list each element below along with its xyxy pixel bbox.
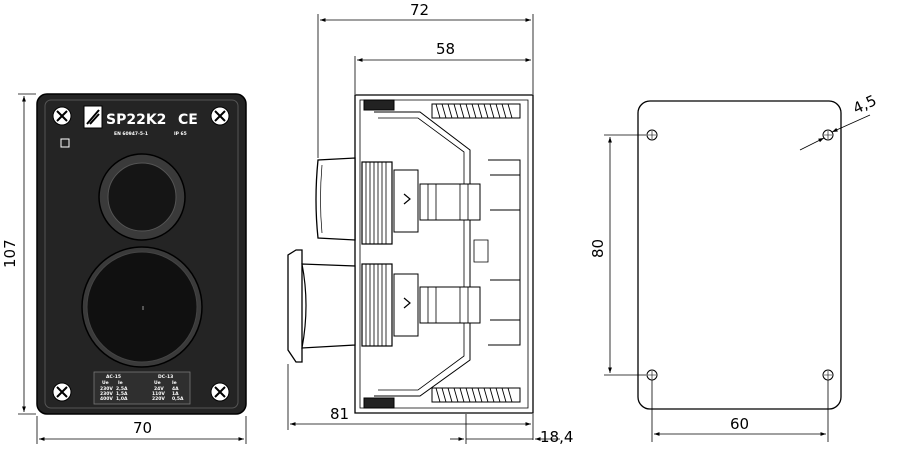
dc-row1-ue: 24V xyxy=(154,386,164,392)
dim-front-width: 70 xyxy=(133,419,152,437)
bottom-screw-spring xyxy=(431,387,521,403)
screw-bottom-right-icon xyxy=(210,382,230,402)
ac-row3-ue: 400V xyxy=(100,396,113,402)
ac-col2-head: Ie xyxy=(118,380,123,386)
dc-row3-ue: 220V xyxy=(152,396,165,402)
dim-side-overall: 72 xyxy=(410,1,429,19)
dim-back-vertical: 80 xyxy=(589,239,607,258)
front-view: SP22K2 CE EN 60947-5-1 IP 65 AC-15 DC-13… xyxy=(1,93,247,444)
ac-col1-head: Ue xyxy=(102,380,109,386)
standard-label: EN 60947-5-1 xyxy=(114,131,148,137)
dim-leader-hole-dia xyxy=(831,114,871,133)
dc-col1-head: Ue xyxy=(154,380,161,386)
ce-mark: CE xyxy=(178,112,198,128)
dim-back-horizontal: 60 xyxy=(730,415,749,433)
brand-label: SP22K2 xyxy=(106,112,166,128)
back-plate xyxy=(637,100,842,410)
logo-mark xyxy=(86,109,100,125)
top-screw-spring xyxy=(431,103,521,119)
dim-front-height: 107 xyxy=(1,239,19,268)
top-wall xyxy=(363,99,395,111)
back-view: 80 60 4,5 xyxy=(589,91,879,442)
rating-plate: AC-15 DC-13 Ue Ie Ue Ie 230V 2,5A 230V 1… xyxy=(93,371,191,405)
dim-hole-dia: 4,5 xyxy=(850,91,879,117)
dc-row3-ie: 0,5A xyxy=(172,396,184,402)
screw-top-left-icon xyxy=(52,106,72,126)
mushroom-button-cap xyxy=(86,251,198,363)
screw-top-right-icon xyxy=(210,106,230,126)
screw-bottom-left-icon xyxy=(52,382,72,402)
side-view xyxy=(287,94,534,414)
side-dimensions: 72 58 81 18,4 xyxy=(287,1,573,446)
dc-row2-ie: 1A xyxy=(172,391,179,397)
square-marker-icon xyxy=(60,138,70,148)
dim-side-base: 18,4 xyxy=(540,428,573,446)
push-button-top-cap xyxy=(107,162,177,232)
dim-side-body: 58 xyxy=(436,40,455,58)
ac-row1-ue: 230V xyxy=(100,386,113,392)
ac-header: AC-15 xyxy=(106,374,121,380)
ac-row2-ie: 1,5A xyxy=(116,391,128,397)
ip-label: IP 65 xyxy=(174,131,187,137)
dc-col2-head: Ie xyxy=(172,380,177,386)
enclosure-lid-edge xyxy=(44,99,239,409)
dc-header: DC-13 xyxy=(158,374,173,380)
ac-row2-ue: 230V xyxy=(100,391,113,397)
dc-row2-ue: 110V xyxy=(152,391,165,397)
ac-row3-ie: 1,0A xyxy=(116,396,128,402)
bottom-wall xyxy=(363,397,395,409)
ac-row1-ie: 2,5A xyxy=(116,386,128,392)
dim-side-depth: 81 xyxy=(330,405,349,423)
side-mushroom-button xyxy=(287,249,481,363)
side-push-button-top xyxy=(315,157,481,245)
dc-row1-ie: 4A xyxy=(172,386,179,392)
